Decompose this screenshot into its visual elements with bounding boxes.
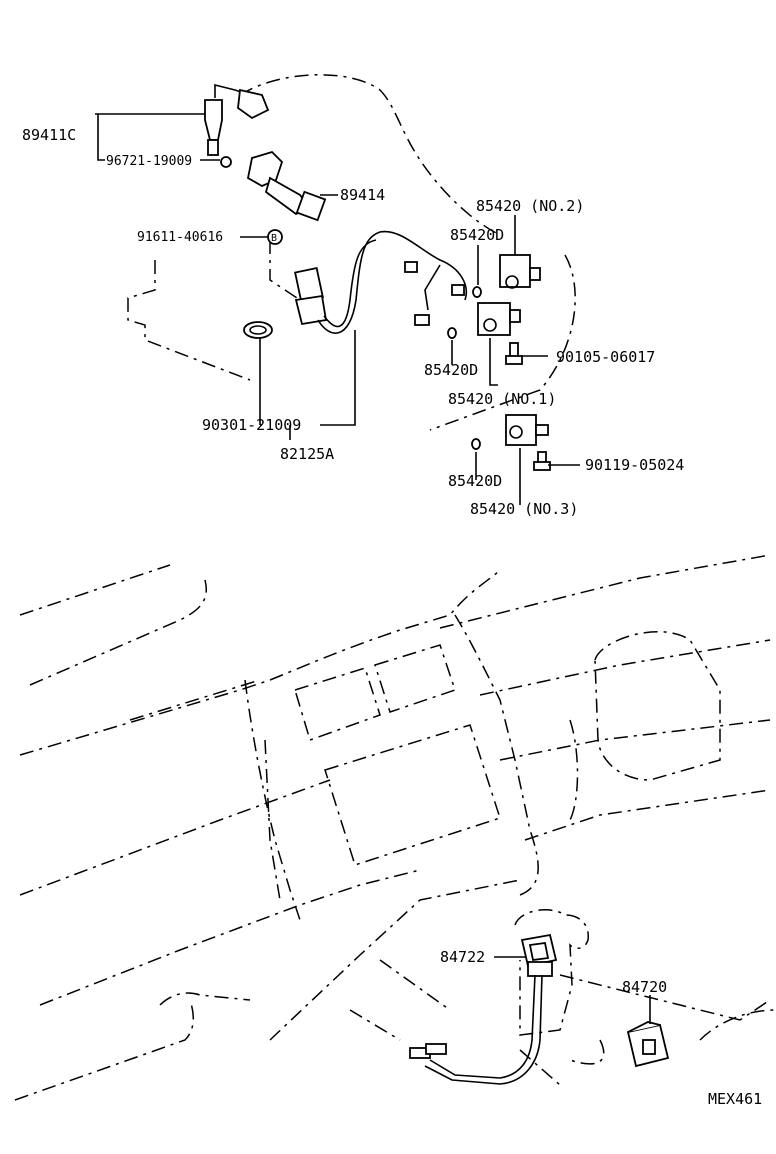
label-84720: 84720 — [622, 978, 667, 996]
leader-lines-upper — [95, 113, 580, 505]
label-82125a: 82125A — [280, 445, 334, 463]
label-91611-40616: 91611-40616 — [137, 230, 223, 245]
o-ring-90301 — [243, 321, 273, 339]
shifter-base — [514, 909, 589, 1036]
dashboard-outline — [14, 554, 776, 1101]
label-90301-21009: 90301-21009 — [202, 416, 301, 434]
part-labels: 89411C 96721-19009 89414 91611-40616 B 8… — [22, 126, 762, 1108]
sensor-89414 — [246, 150, 327, 222]
sensor-89411c — [204, 83, 270, 168]
label-85420d-low: 85420D — [448, 472, 502, 490]
valve-85420-no2 — [499, 254, 541, 289]
label-96721-19009: 96721-19009 — [106, 154, 192, 169]
label-85420d-top: 85420D — [450, 226, 504, 244]
bolt-90105 — [505, 342, 523, 365]
diagram-code: MEX461 — [708, 1090, 762, 1108]
label-85420d-mid: 85420D — [424, 361, 478, 379]
label-89411c: 89411C — [22, 126, 76, 144]
console-panels — [294, 644, 501, 866]
label-90119-05024: 90119-05024 — [585, 456, 684, 474]
connector-84722 — [409, 933, 558, 1085]
filter-85420d — [447, 286, 482, 450]
switch-84720 — [626, 1021, 670, 1068]
valve-85420-no3 — [505, 414, 549, 446]
label-84722: 84722 — [440, 948, 485, 966]
bolt-90119 — [533, 451, 551, 471]
label-85420-no2: 85420 (NO.2) — [476, 197, 584, 215]
label-85420-no3: 85420 (NO.3) — [470, 500, 578, 518]
label-90105-06017: 90105-06017 — [556, 348, 655, 366]
wire-harness-82125a — [294, 230, 467, 334]
label-89414: 89414 — [340, 186, 385, 204]
upper-body-outline — [127, 74, 576, 431]
label-b-mark: B — [271, 233, 277, 244]
leader-lines-lower — [494, 956, 651, 1024]
label-85420-no1: 85420 (NO.1) — [448, 390, 556, 408]
valve-85420-no1 — [477, 302, 521, 336]
